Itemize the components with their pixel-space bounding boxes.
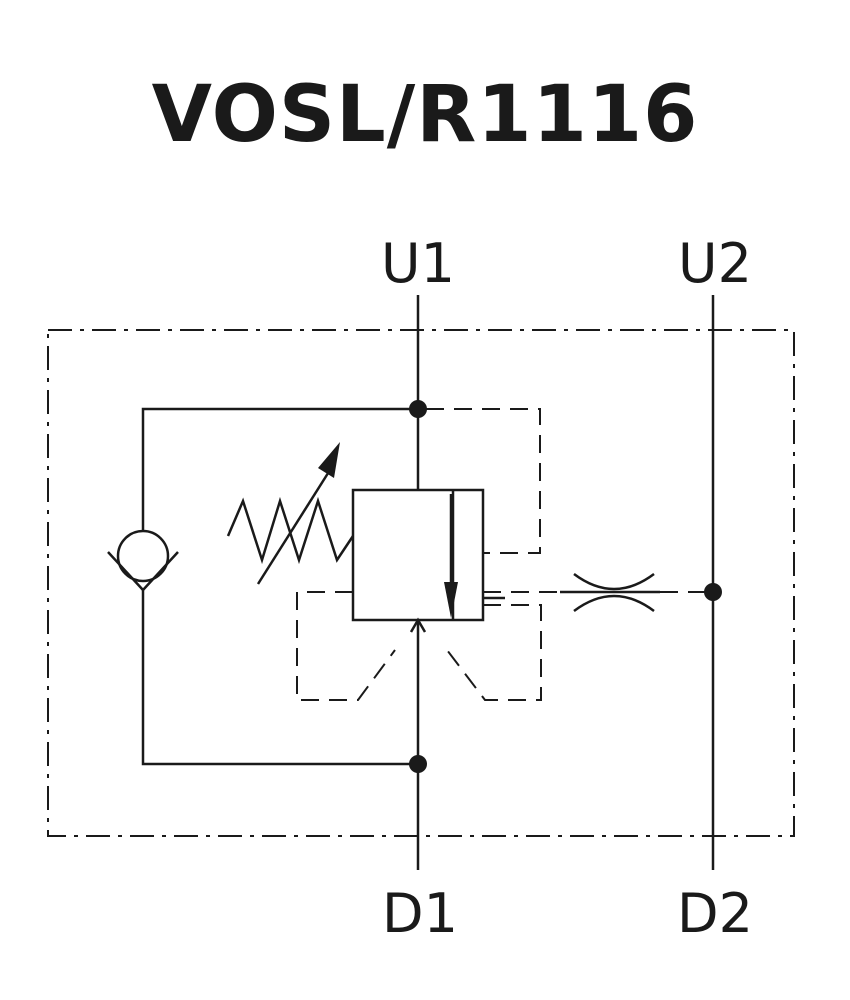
port-label-d1: D1: [382, 882, 458, 945]
port-label-u1: U1: [381, 232, 455, 295]
pilot-line-upper: [426, 408, 541, 554]
port-label-u2: U2: [678, 232, 752, 295]
diagram-title: VOSL/R1116: [151, 70, 699, 160]
flow-arrow-head-icon: [444, 582, 458, 618]
adjustment-arrow-head-icon: [318, 442, 340, 478]
throttle-upper-arc: [573, 572, 655, 591]
port-label-d2: D2: [677, 882, 753, 945]
bypass-line-bottom: [141, 588, 418, 766]
pilot-tip-icon: [409, 617, 427, 633]
adjustment-arrow-shaft: [256, 469, 332, 585]
check-valve-ball: [116, 529, 170, 583]
pilot-line-lower-left: [296, 591, 396, 701]
junction-dot-right: [704, 583, 722, 601]
throttle-lower-arc: [573, 594, 655, 613]
check-valve-seat-icon: [107, 551, 179, 592]
bypass-line-top: [141, 407, 418, 532]
valve-body-enclosure: [47, 329, 795, 837]
junction-dot-top: [409, 400, 427, 418]
junction-dot-bottom: [409, 755, 427, 773]
valve-block: [351, 488, 485, 622]
spring-icon: [226, 496, 355, 565]
pilot-line-lower-right: [446, 604, 542, 701]
